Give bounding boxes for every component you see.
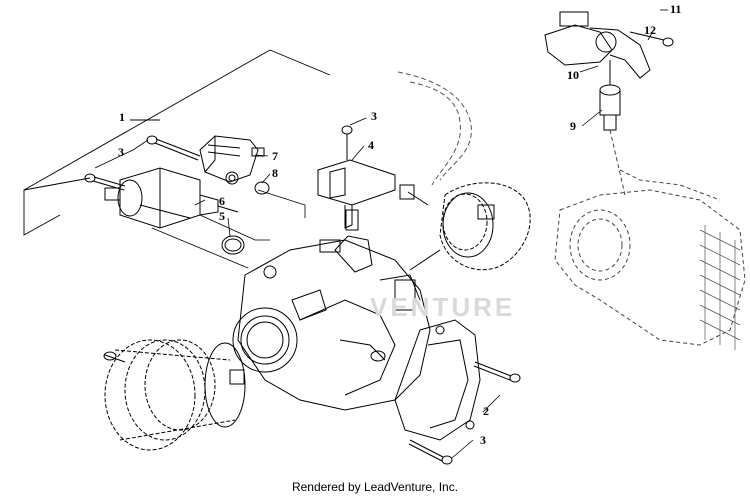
callout-1: 1 — [119, 110, 125, 124]
o-ring-5 — [221, 235, 245, 255]
coolant-hose — [397, 71, 472, 186]
assembly-bracket-1 — [23, 49, 331, 236]
engine-block-outline — [554, 129, 746, 346]
callout-leaders — [94, 9, 668, 459]
sensor-7 — [199, 135, 265, 185]
bolt-11 — [629, 31, 674, 47]
callout-12: 12 — [644, 23, 656, 37]
injector-9 — [599, 60, 621, 131]
callout-8: 8 — [272, 166, 278, 180]
callout-6: 6 — [219, 194, 225, 208]
hose-clamp-right — [399, 184, 495, 271]
map-sensor-4 — [317, 125, 396, 231]
callout-7: 7 — [272, 149, 278, 163]
engine-fins — [699, 225, 741, 350]
hose-clamp-left — [103, 342, 246, 428]
throttle-body — [232, 235, 431, 411]
upper-boot — [439, 182, 531, 271]
callout-10: 10 — [567, 68, 579, 82]
fuel-rail-10 — [544, 11, 651, 79]
intake-boot — [104, 339, 236, 451]
callout-11: 11 — [670, 2, 682, 16]
callout-4: 4 — [368, 138, 374, 152]
callout-3-left: 3 — [118, 145, 124, 159]
throttle-cover-2 — [394, 319, 481, 441]
idle-motor-6 — [104, 167, 239, 229]
leader-lines — [151, 189, 306, 269]
callout-3-top: 3 — [371, 109, 377, 123]
callout-9: 9 — [570, 119, 576, 133]
callout-5: 5 — [219, 209, 225, 223]
o-ring-8 — [254, 181, 270, 195]
watermark: VENTURE — [370, 292, 516, 322]
render-credit: Rendered by LeadVenture, Inc. — [291, 480, 459, 494]
callout-3-bottom: 3 — [480, 433, 486, 447]
callout-2: 2 — [483, 404, 489, 418]
screw-3-lower — [408, 361, 521, 465]
